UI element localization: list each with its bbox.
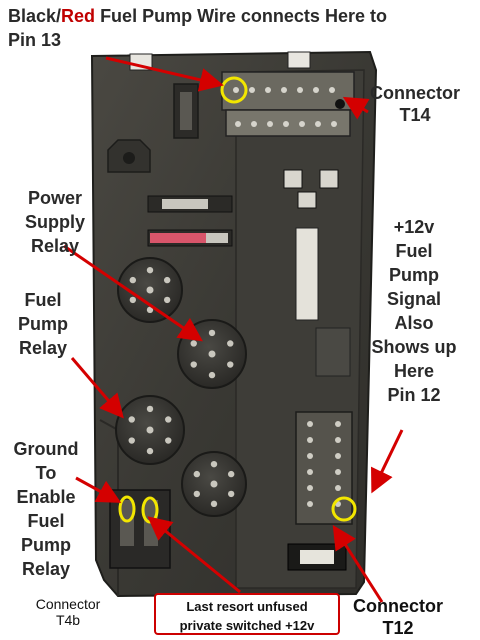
mounting-boss <box>107 139 151 173</box>
connector-pin <box>265 87 271 93</box>
annotation-title: Black/Red Fuel Pump Wire connects Here t… <box>8 6 387 50</box>
connector-pin <box>315 121 321 127</box>
connector-pin <box>267 121 273 127</box>
socket-pin <box>129 276 137 284</box>
socket-pin <box>146 426 154 434</box>
connector-pin <box>299 121 305 127</box>
label-connector-t4b: Connector T4b <box>35 596 101 628</box>
connector-pin <box>307 501 313 507</box>
mini-relays <box>283 169 351 377</box>
connector-pin <box>249 87 255 93</box>
label-fuel-pump-relay: Fuel Pump Relay <box>17 290 68 358</box>
socket-pin <box>227 340 234 347</box>
connector-pin <box>251 121 257 127</box>
connector-t12 <box>295 411 353 525</box>
connector-pin <box>281 87 287 93</box>
socket-pin <box>129 296 137 304</box>
connector-pin <box>283 121 289 127</box>
socket-pin <box>208 329 216 337</box>
label-connector-t12: Connector T12 <box>353 596 443 638</box>
socket-pin <box>210 460 218 468</box>
arrow-t12 <box>332 524 384 603</box>
socket-pin <box>146 306 154 314</box>
socket-pin <box>210 480 218 488</box>
connector-pin <box>307 421 313 427</box>
connector-pin <box>307 453 313 459</box>
title-red-word: Red <box>61 6 96 26</box>
arrow-ground <box>75 476 122 503</box>
connector-pin <box>335 437 341 443</box>
highlight-pin-12 <box>331 496 357 522</box>
connector-pin <box>297 87 303 93</box>
socket-pin <box>128 437 135 444</box>
connector-pin <box>313 87 319 93</box>
socket-pin <box>193 470 201 478</box>
label-ground-enable: Ground To Enable Fuel Pump Relay <box>13 439 79 579</box>
connector-pin <box>335 421 341 427</box>
socket-pin <box>193 490 201 498</box>
connector-pin <box>335 469 341 475</box>
arrow-pin12 <box>371 429 404 494</box>
socket-pin <box>165 437 172 444</box>
arrow-fpr <box>70 357 124 419</box>
connector-pin <box>307 469 313 475</box>
label-fuel-pump-signal: +12v Fuel Pump Signal Also Shows up Here… <box>371 217 457 405</box>
socket-pin <box>146 405 154 413</box>
socket-pin <box>190 361 197 368</box>
connector-t14 <box>221 71 355 137</box>
title-line2: Pin 13 <box>8 30 62 50</box>
connector-pin <box>233 87 239 93</box>
socket-pin <box>227 470 235 478</box>
socket-pin <box>227 361 234 368</box>
socket-pin <box>146 266 154 274</box>
arrow-resort <box>147 516 241 594</box>
connector-pin <box>335 453 341 459</box>
socket-pin <box>208 350 216 358</box>
socket-pin <box>163 296 171 304</box>
socket-pin <box>165 416 172 423</box>
highlight-t4b-left <box>118 495 136 523</box>
arrow-psr <box>63 244 203 342</box>
relay-slot-bottom <box>287 543 347 571</box>
relay-slot-top <box>173 83 199 139</box>
annotation-arrows <box>63 56 404 603</box>
socket-pin <box>146 447 154 455</box>
connector-pin <box>307 485 313 491</box>
connector-pin <box>307 437 313 443</box>
socket-pin <box>190 340 197 347</box>
label-last-resort: Last resort unfused private switched +12… <box>154 593 340 635</box>
connector-pin <box>235 121 241 127</box>
socket-pin <box>163 276 171 284</box>
screw-hole <box>335 99 345 109</box>
connector-pin <box>335 485 341 491</box>
arrow-title <box>105 56 224 92</box>
socket-pin <box>208 371 216 379</box>
arrow-t14 <box>342 96 370 120</box>
socket-pin <box>210 500 218 508</box>
socket-pin <box>227 490 235 498</box>
socket-pin <box>128 416 135 423</box>
connector-pin <box>329 87 335 93</box>
label-connector-t14: Connector T14 <box>370 83 460 125</box>
label-power-supply-relay: Power Supply Relay <box>24 188 85 256</box>
socket-pin <box>146 286 154 294</box>
connector-pin <box>331 121 337 127</box>
fuse-row <box>147 195 233 247</box>
